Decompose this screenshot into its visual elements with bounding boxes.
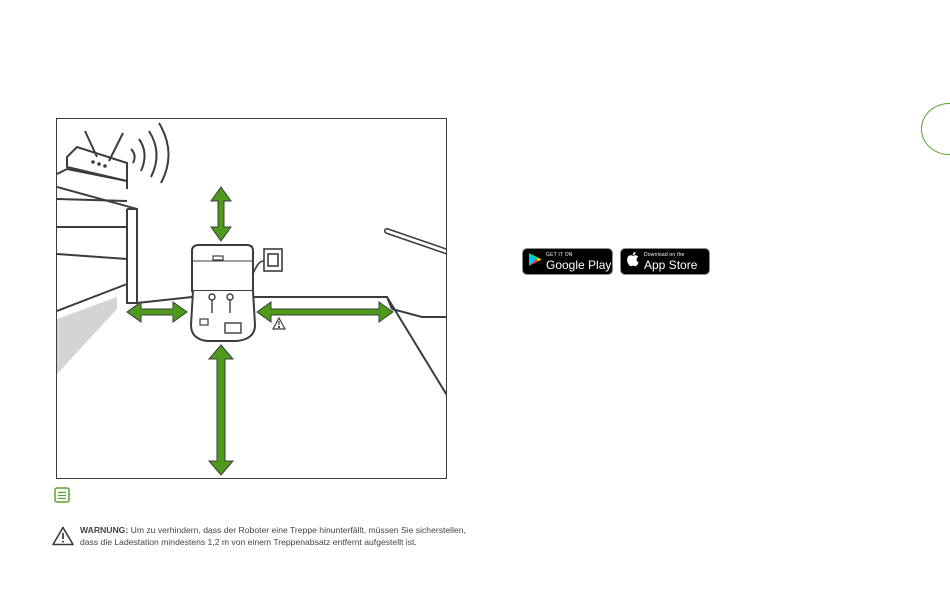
wifi-signal-icon <box>131 123 169 183</box>
small-warning-icon <box>273 318 285 329</box>
app-store-badges: GET IT ON Google Play Download on the Ap… <box>522 248 710 275</box>
google-play-small-text: GET IT ON <box>546 253 611 258</box>
warning-line-2: dass die Ladestation mindestens 1,2 m vo… <box>80 536 466 548</box>
arrow-left <box>127 302 187 322</box>
shelf-furniture <box>57 169 137 311</box>
wall-rod <box>387 231 447 252</box>
warning-line-1: Um zu verhindern, dass der Roboter eine … <box>128 525 466 535</box>
app-store-badge[interactable]: Download on the App Store <box>620 248 710 275</box>
arrow-bottom <box>209 345 233 475</box>
arrow-right <box>257 302 393 322</box>
google-play-label: Google Play <box>546 259 611 271</box>
router <box>67 131 127 181</box>
play-store-icon <box>528 252 542 272</box>
page-tab-marker <box>921 103 950 155</box>
app-store-small-text: Download on the <box>644 253 697 258</box>
apple-icon <box>626 251 640 272</box>
note-icon <box>53 486 71 504</box>
warning-icon <box>52 526 74 546</box>
google-play-badge[interactable]: GET IT ON Google Play <box>522 248 613 275</box>
clearance-arrows <box>127 187 393 475</box>
arrow-top <box>211 187 231 241</box>
dock-placement-illustration <box>56 118 447 479</box>
warning-text: WARNUNG: Um zu verhindern, dass der Robo… <box>80 524 466 548</box>
home-base-dock <box>191 245 255 341</box>
app-store-label: App Store <box>644 259 697 271</box>
warning-label: WARNUNG: <box>80 525 128 535</box>
